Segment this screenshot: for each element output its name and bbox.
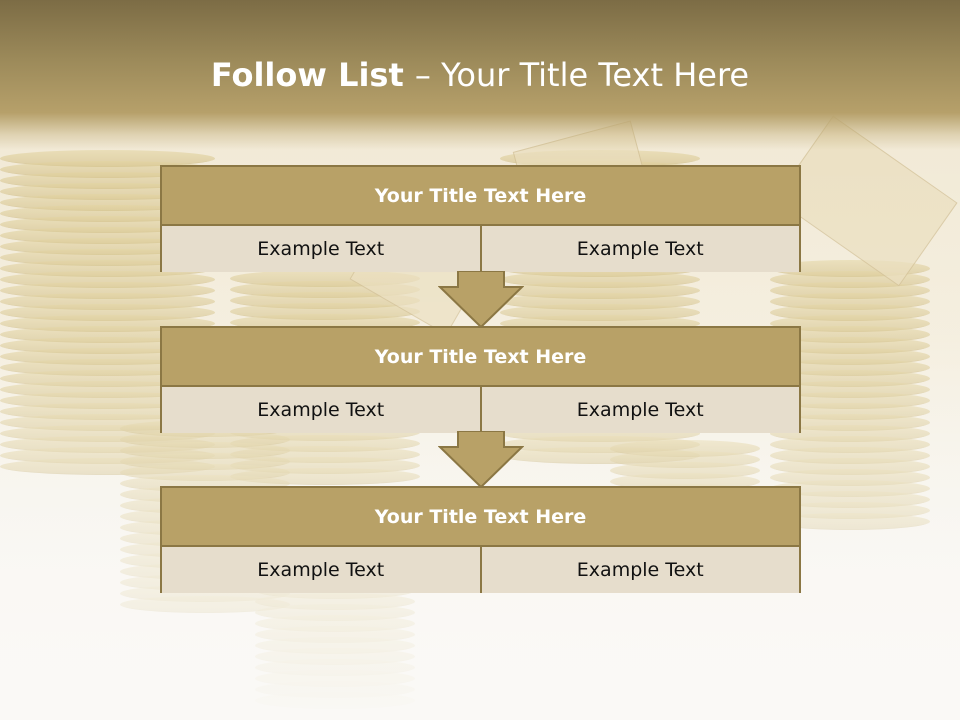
step-cell-left: Example Text (162, 547, 480, 593)
step-block-2: Your Title Text Here Example Text Exampl… (160, 326, 801, 433)
page-title-rest: – Your Title Text Here (414, 56, 750, 94)
step-row: Example Text Example Text (162, 547, 799, 593)
step-title: Your Title Text Here (162, 328, 799, 387)
page-title-bold: Follow List (210, 56, 415, 94)
step-cell-right: Example Text (479, 226, 799, 272)
title-banner (0, 0, 960, 150)
step-row: Example Text Example Text (162, 387, 799, 433)
down-arrow-icon (438, 431, 524, 489)
step-title: Your Title Text Here (162, 167, 799, 226)
step-row: Example Text Example Text (162, 226, 799, 272)
page-title: Follow List – Your Title Text Here (0, 52, 960, 98)
step-cell-right: Example Text (479, 547, 799, 593)
down-arrow-icon (438, 271, 524, 329)
step-cell-left: Example Text (162, 387, 480, 433)
step-cell-right: Example Text (479, 387, 799, 433)
step-cell-left: Example Text (162, 226, 480, 272)
step-block-3: Your Title Text Here Example Text Exampl… (160, 486, 801, 593)
step-block-1: Your Title Text Here Example Text Exampl… (160, 165, 801, 272)
step-title: Your Title Text Here (162, 488, 799, 547)
